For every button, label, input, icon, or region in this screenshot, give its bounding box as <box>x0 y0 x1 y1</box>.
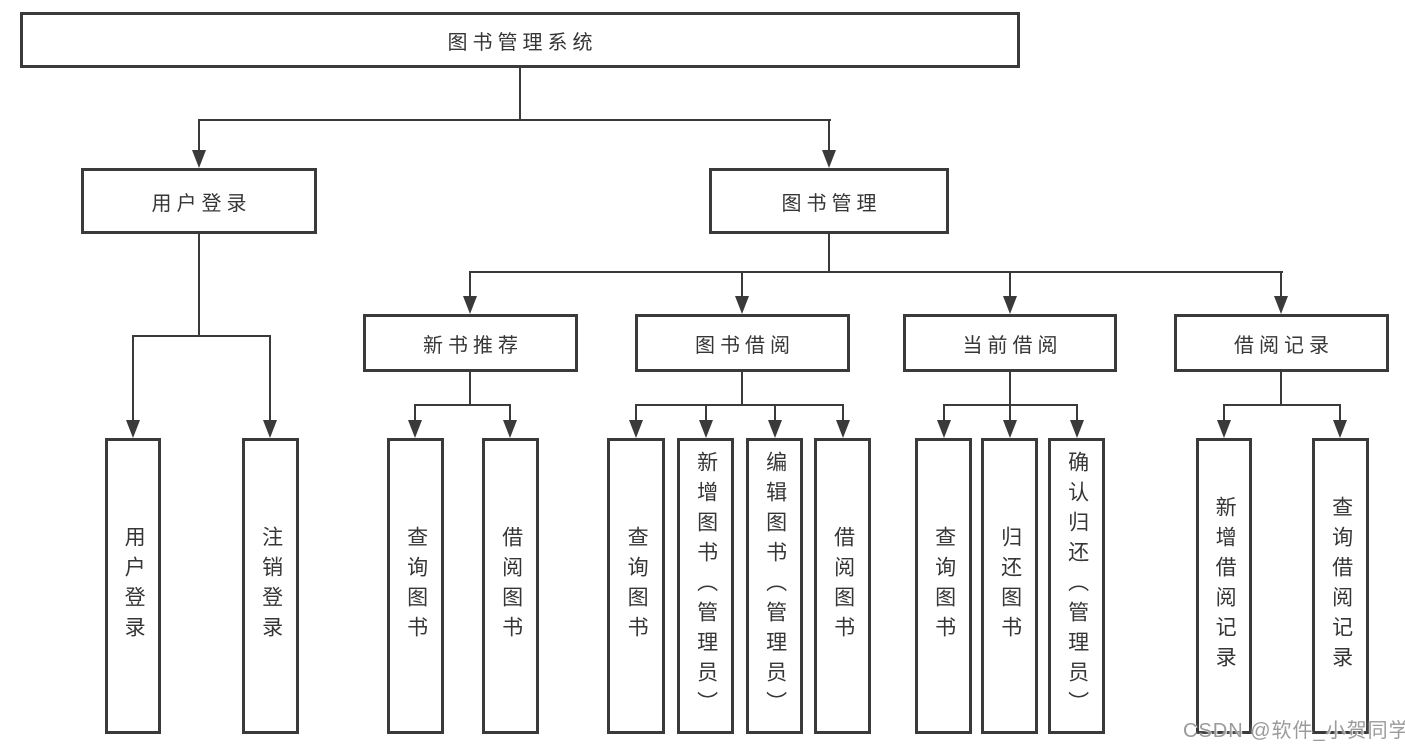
connector-drop-borrow-records <box>1279 272 1283 296</box>
connector-bookborrow-stem <box>740 372 744 405</box>
leaf-query-books-current: 查询图书 <box>915 438 972 734</box>
leaf-query-borrow-record: 查询借阅记录 <box>1312 438 1369 734</box>
leaf-return-book: 归还图书 <box>981 438 1038 734</box>
leaf-edit-book-admin: 编辑图书（管理员） <box>746 438 803 734</box>
connector-userlogin-stem <box>197 234 201 336</box>
leaf-query-books-recommend: 查询图书 <box>387 438 444 734</box>
leaf-query-books-borrow: 查询图书 <box>607 438 665 734</box>
arrowhead-cb-confirm <box>1070 420 1084 438</box>
arrowhead-book-borrow <box>735 296 749 314</box>
arrowhead-bb-edit <box>768 420 782 438</box>
leaf-confirm-return-admin-label: 确认归还（管理员） <box>1065 451 1089 721</box>
node-user-login-label: 用户登录 <box>151 192 252 215</box>
connector-userlogin-rail <box>131 334 272 337</box>
connector-drop-cb-query <box>942 405 946 420</box>
connector-drop-br-add <box>1222 405 1226 420</box>
node-borrow-records-label: 借阅记录 <box>1234 334 1334 357</box>
node-root: 图书管理系统 <box>20 12 1020 68</box>
leaf-query-books-current-label: 查询图书 <box>932 526 956 646</box>
node-borrow-records: 借阅记录 <box>1174 314 1389 372</box>
arrowhead-book-mgmt <box>822 150 836 168</box>
node-root-label: 图书管理系统 <box>447 31 598 54</box>
connector-drop-new-book <box>468 272 472 296</box>
connector-drop-user-login <box>197 119 201 150</box>
leaf-borrow-books: 借阅图书 <box>814 438 871 734</box>
arrowhead-leaf-logout <box>263 420 277 438</box>
leaf-confirm-return-admin: 确认归还（管理员） <box>1048 438 1105 734</box>
leaf-borrow-books-recommend-label: 借阅图书 <box>499 526 523 646</box>
node-new-book-recommend: 新书推荐 <box>363 314 578 372</box>
leaf-add-book-admin-label: 新增图书（管理员） <box>694 451 718 721</box>
arrowhead-bb-borrow <box>836 420 850 438</box>
connector-drop-bb-edit <box>773 405 777 420</box>
arrowhead-cb-return <box>1003 420 1017 438</box>
arrowhead-current-borrow <box>1003 296 1017 314</box>
connector-drop-leaf-login <box>131 335 135 420</box>
node-current-borrow-label: 当前借阅 <box>962 334 1063 357</box>
leaf-return-book-label: 归还图书 <box>998 526 1022 646</box>
connector-bookmgmt-stem <box>827 234 831 272</box>
connector-drop-leaf-logout <box>268 335 272 420</box>
connector-drop-book-mgmt <box>827 119 831 150</box>
leaf-edit-book-admin-label: 编辑图书（管理员） <box>763 451 787 721</box>
connector-drop-nb-borrow <box>508 405 512 420</box>
leaf-borrow-books-recommend: 借阅图书 <box>482 438 539 734</box>
arrowhead-bb-add <box>699 420 713 438</box>
arrowhead-nb-query <box>408 420 422 438</box>
leaf-query-books-recommend-label: 查询图书 <box>404 526 428 646</box>
node-book-management-label: 图书管理 <box>781 192 882 215</box>
leaf-add-borrow-record-label: 新增借阅记录 <box>1213 496 1237 676</box>
csdn-watermark: CSDN @软件_小贺同学 <box>1183 720 1405 742</box>
node-book-borrow: 图书借阅 <box>635 314 850 372</box>
connector-newbook-rail <box>413 403 512 406</box>
connector-drop-br-query <box>1338 405 1342 420</box>
connector-currentborrow-stem <box>1008 372 1012 405</box>
connector-borrowrecords-stem <box>1279 372 1283 405</box>
connector-drop-cb-return <box>1008 405 1012 420</box>
connector-drop-bb-borrow <box>841 405 845 420</box>
connector-drop-current-borrow <box>1008 272 1012 296</box>
node-book-management: 图书管理 <box>709 168 949 234</box>
leaf-user-login-label: 用户登录 <box>122 526 146 646</box>
connector-drop-nb-query <box>413 405 417 420</box>
arrowhead-br-query <box>1333 420 1347 438</box>
connector-drop-cb-confirm <box>1075 405 1079 420</box>
arrowhead-br-add <box>1217 420 1231 438</box>
leaf-add-book-admin: 新增图书（管理员） <box>677 438 734 734</box>
connector-borrowrecords-rail <box>1222 403 1342 406</box>
arrowhead-borrow-records <box>1274 296 1288 314</box>
arrowhead-cb-query <box>937 420 951 438</box>
node-current-borrow: 当前借阅 <box>903 314 1117 372</box>
leaf-logout: 注销登录 <box>242 438 299 734</box>
connector-bookmgmt-rail <box>468 270 1284 273</box>
connector-drop-bb-query <box>634 405 638 420</box>
leaf-logout-label: 注销登录 <box>259 526 283 646</box>
leaf-query-books-borrow-label: 查询图书 <box>625 526 649 646</box>
node-book-borrow-label: 图书借阅 <box>695 334 795 357</box>
connector-newbook-stem <box>468 372 472 405</box>
connector-root-stem <box>518 68 522 120</box>
arrowhead-user-login <box>192 150 206 168</box>
leaf-add-borrow-record: 新增借阅记录 <box>1196 438 1252 734</box>
leaf-query-borrow-record-label: 查询借阅记录 <box>1329 496 1353 676</box>
connector-drop-bb-add <box>704 405 708 420</box>
arrowhead-new-book <box>463 296 477 314</box>
leaf-borrow-books-label: 借阅图书 <box>831 526 855 646</box>
arrowhead-nb-borrow <box>503 420 517 438</box>
connector-currentborrow-rail <box>942 403 1079 406</box>
leaf-user-login: 用户登录 <box>105 438 161 734</box>
connector-root-rail <box>197 118 831 121</box>
connector-drop-book-borrow <box>740 272 744 296</box>
node-user-login: 用户登录 <box>81 168 317 234</box>
node-new-book-recommend-label: 新书推荐 <box>423 334 523 357</box>
arrowhead-leaf-login <box>126 420 140 438</box>
arrowhead-bb-query <box>629 420 643 438</box>
connector-bookborrow-rail <box>634 403 845 406</box>
